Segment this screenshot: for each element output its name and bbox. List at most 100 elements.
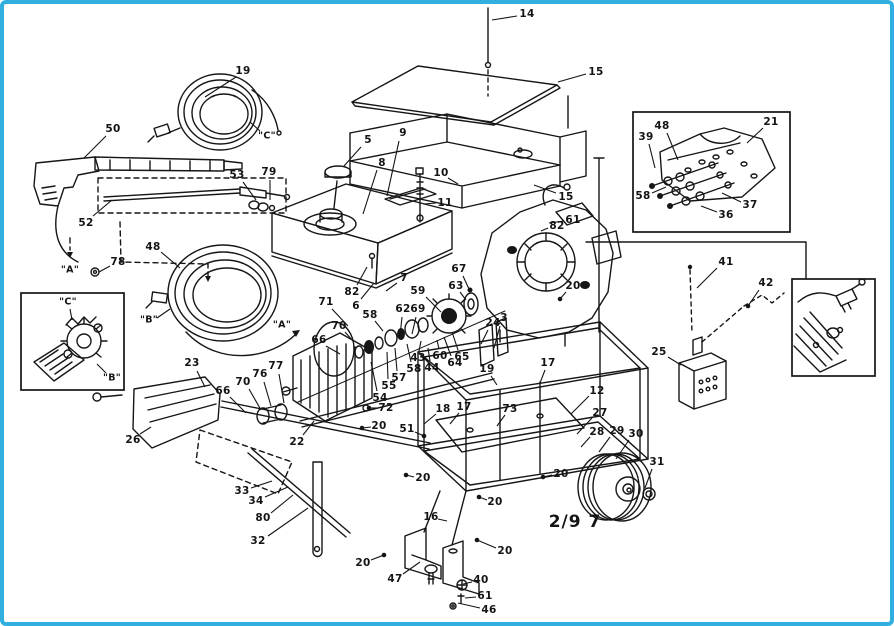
leader-line xyxy=(490,375,498,386)
part-callout-6: 6 xyxy=(352,299,360,312)
leader-line xyxy=(370,361,378,392)
part-callout-51: 51 xyxy=(399,422,415,435)
leader-line xyxy=(160,251,181,269)
leader-line xyxy=(204,76,237,98)
part-callout-36: 36 xyxy=(718,208,734,221)
leader-line xyxy=(570,395,590,415)
spark-plug-detail-box xyxy=(791,278,876,377)
leader-line xyxy=(540,227,549,232)
leader-line xyxy=(385,282,398,292)
part-callout-a: "A" xyxy=(272,319,292,331)
part-callout-a: "A" xyxy=(60,264,80,276)
part-callout-29: 29 xyxy=(609,424,625,437)
leader-line xyxy=(242,181,257,201)
pump-detail-box xyxy=(20,292,125,391)
leader-line xyxy=(325,345,341,355)
leader-line xyxy=(557,73,587,83)
part-callout-54: 54 xyxy=(372,391,388,404)
leader-line xyxy=(576,417,593,435)
leader-line xyxy=(196,370,206,388)
part-callout-23: 23 xyxy=(184,356,200,369)
leader-line xyxy=(721,192,742,203)
leader-line xyxy=(449,412,460,425)
part-callout-32: 32 xyxy=(250,534,266,547)
part-callout-11: 11 xyxy=(437,196,453,209)
leader-line xyxy=(644,468,653,489)
part-callout-20: 20 xyxy=(415,471,431,484)
leader-line xyxy=(423,202,437,205)
bolt-11 xyxy=(415,167,424,223)
part-callout-16: 16 xyxy=(423,510,439,523)
leader-line xyxy=(425,296,442,313)
part-callout-8: 8 xyxy=(378,156,386,169)
hose-coil-19 xyxy=(147,73,282,151)
leader-line xyxy=(700,205,718,213)
leader-line xyxy=(263,381,272,407)
part-callout-67: 67 xyxy=(451,262,467,275)
part-callout-77: 77 xyxy=(268,359,284,372)
leader-line xyxy=(278,373,285,404)
part-callout-20: 20 xyxy=(497,544,513,557)
part-callout-b: "B" xyxy=(102,372,122,384)
fastener-dot xyxy=(745,303,751,309)
hose-coil-48 xyxy=(145,244,300,357)
leader-line xyxy=(651,186,667,194)
leader-line xyxy=(356,266,368,286)
leader-line xyxy=(418,340,422,352)
leader-line xyxy=(411,316,417,335)
part-callout-69: 69 xyxy=(410,302,426,315)
leader-line xyxy=(423,413,437,425)
part-callout-12: 12 xyxy=(589,384,605,397)
revision-date: 2/9 7 xyxy=(548,512,602,532)
part-callout-58: 58 xyxy=(362,308,378,321)
part-callout-58: 58 xyxy=(635,189,651,202)
leader-line xyxy=(399,316,403,337)
fastener-dot xyxy=(403,472,409,478)
part-callout-57: 57 xyxy=(391,371,407,384)
leader-line xyxy=(548,220,565,224)
spray-gun-50 xyxy=(33,156,243,263)
part-callout-63: 63 xyxy=(448,279,464,292)
leader-line xyxy=(447,177,459,185)
fastener-dot xyxy=(366,405,372,411)
part-callout-17: 17 xyxy=(540,356,556,369)
leader-line xyxy=(331,308,349,327)
part-callout-15: 15 xyxy=(588,65,604,78)
part-callout-50: 50 xyxy=(105,122,121,135)
wheel-30 xyxy=(577,452,656,522)
leader-line xyxy=(370,554,385,561)
part-callout-20: 20 xyxy=(487,495,503,508)
part-callout-70: 70 xyxy=(235,375,251,388)
part-callout-c: "C" xyxy=(59,296,77,308)
leader-line xyxy=(139,426,152,435)
leader-line xyxy=(156,308,171,319)
leader-line xyxy=(443,336,452,357)
leader-line xyxy=(343,146,362,167)
part-callout-19: 19 xyxy=(235,64,251,77)
part-callout-14: 14 xyxy=(519,7,535,20)
part-callout-b: "B" xyxy=(139,314,159,326)
leader-line xyxy=(264,486,289,498)
leader-line xyxy=(69,308,73,321)
leader-line xyxy=(493,325,501,349)
leader-line xyxy=(580,436,591,448)
leader-line xyxy=(615,439,630,460)
part-callout-27: 27 xyxy=(592,406,608,419)
part-callout-9: 9 xyxy=(399,126,407,139)
part-callout-79: 79 xyxy=(261,165,277,178)
handle-assembly xyxy=(92,376,431,558)
part-callout-82: 82 xyxy=(549,219,565,232)
part-callout-59: 59 xyxy=(410,284,426,297)
wand-52 xyxy=(97,177,291,214)
part-callout-28: 28 xyxy=(589,425,605,438)
part-callout-58: 58 xyxy=(406,362,422,375)
leader-line xyxy=(746,127,764,144)
part-callout-21: 21 xyxy=(763,115,779,128)
air-cleaner-25 xyxy=(678,264,785,410)
leader-line xyxy=(83,135,107,159)
leader-line xyxy=(406,343,412,363)
leader-line xyxy=(402,561,421,575)
